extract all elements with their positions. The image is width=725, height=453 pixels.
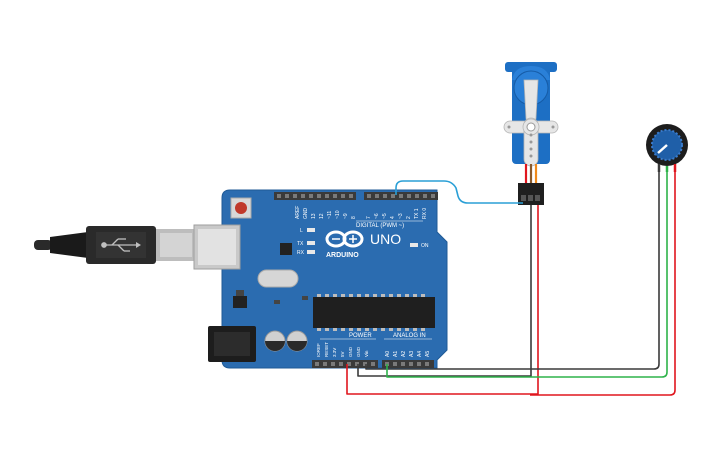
pin-label-10: ~10 [335,210,341,219]
pin-label-6: ~6 [374,213,380,219]
pin-label-11: ~11 [327,211,333,219]
pin-label-13: 13 [311,213,317,219]
svg-text:GND: GND [348,346,353,357]
servo-connector [518,183,544,205]
pin-label-4: 4 [390,216,396,219]
pin-label-12: 12 [319,213,325,219]
atmega-chip [313,294,435,331]
power-header-label: POWER [349,333,372,339]
pin-label-8: 8 [351,216,357,219]
wire-servo-gnd[interactable] [357,205,532,377]
usb-icon [101,238,141,252]
voltage-regulator [233,296,247,308]
wire-servo-5v[interactable] [346,205,539,395]
usb-chip [280,243,292,255]
svg-text:A1: A1 [393,351,399,357]
pin-label-7: 7 [366,216,372,219]
pin-label-gnd: GND [303,208,309,220]
usb-cable-boot [50,232,88,258]
pin-label-2: 2 [406,216,412,219]
pin-label-9: ~9 [343,213,349,219]
svg-text:A5: A5 [425,351,431,357]
svg-text:IOREF: IOREF [316,343,321,357]
pin-label-rx0: RX 0 [422,208,428,219]
pin-label-tx1: TX 1 [414,208,420,219]
svg-text:TX: TX [297,241,304,247]
status-leds: L TX RX ON [297,228,429,256]
svg-text:5V: 5V [340,351,345,357]
crystal-oscillator [257,269,299,288]
board-brand: ARDUINO [326,252,359,259]
svg-text:A3: A3 [409,351,415,357]
wire-pot-a0[interactable] [386,172,668,378]
wire-pot-gnd[interactable] [365,172,660,370]
digital-header[interactable] [274,192,438,200]
power-header[interactable] [312,360,434,368]
pin-label-3: ~3 [398,213,404,219]
svg-text:A0: A0 [385,351,391,357]
wire-pot-5v[interactable] [530,172,676,396]
svg-text:3.3V: 3.3V [332,348,337,357]
board-model: UNO [370,231,401,247]
digital-pin-labels: AREF GND 13 12 ~11 ~10 ~9 8 7 ~6 ~5 4 ~3… [295,206,428,219]
svg-text:RESET: RESET [324,342,329,357]
arduino-logo-icon [325,230,364,248]
svg-text:RX: RX [297,250,305,256]
pin-label-5: ~5 [382,213,388,219]
svg-text:L: L [300,228,303,234]
micro-servo[interactable] [503,62,559,205]
wires [346,172,676,396]
svg-text:Vin: Vin [364,350,369,357]
power-pin-labels: IOREF RESET 3.3V 5V GND GND Vin [316,342,369,357]
potentiometer[interactable] [646,124,688,172]
svg-text:A2: A2 [401,351,407,357]
usb-cable-strain [34,240,52,250]
svg-text:A4: A4 [417,351,423,357]
analog-pin-labels: A0 A1 A2 A3 A4 A5 [385,351,431,357]
analog-header-label: ANALOG IN [393,333,426,339]
wire-signal-blue[interactable] [395,180,523,204]
svg-text:GND: GND [356,346,361,357]
capacitors [264,330,308,352]
arduino-board[interactable]: AREF GND 13 12 ~11 ~10 ~9 8 7 ~6 ~5 4 ~3… [193,189,448,369]
digital-header-label: DIGITAL (PWM ~) [356,223,404,229]
on-led-label: ON [421,243,429,249]
pin-label-aref: AREF [295,206,301,219]
usb-cable [34,226,196,264]
